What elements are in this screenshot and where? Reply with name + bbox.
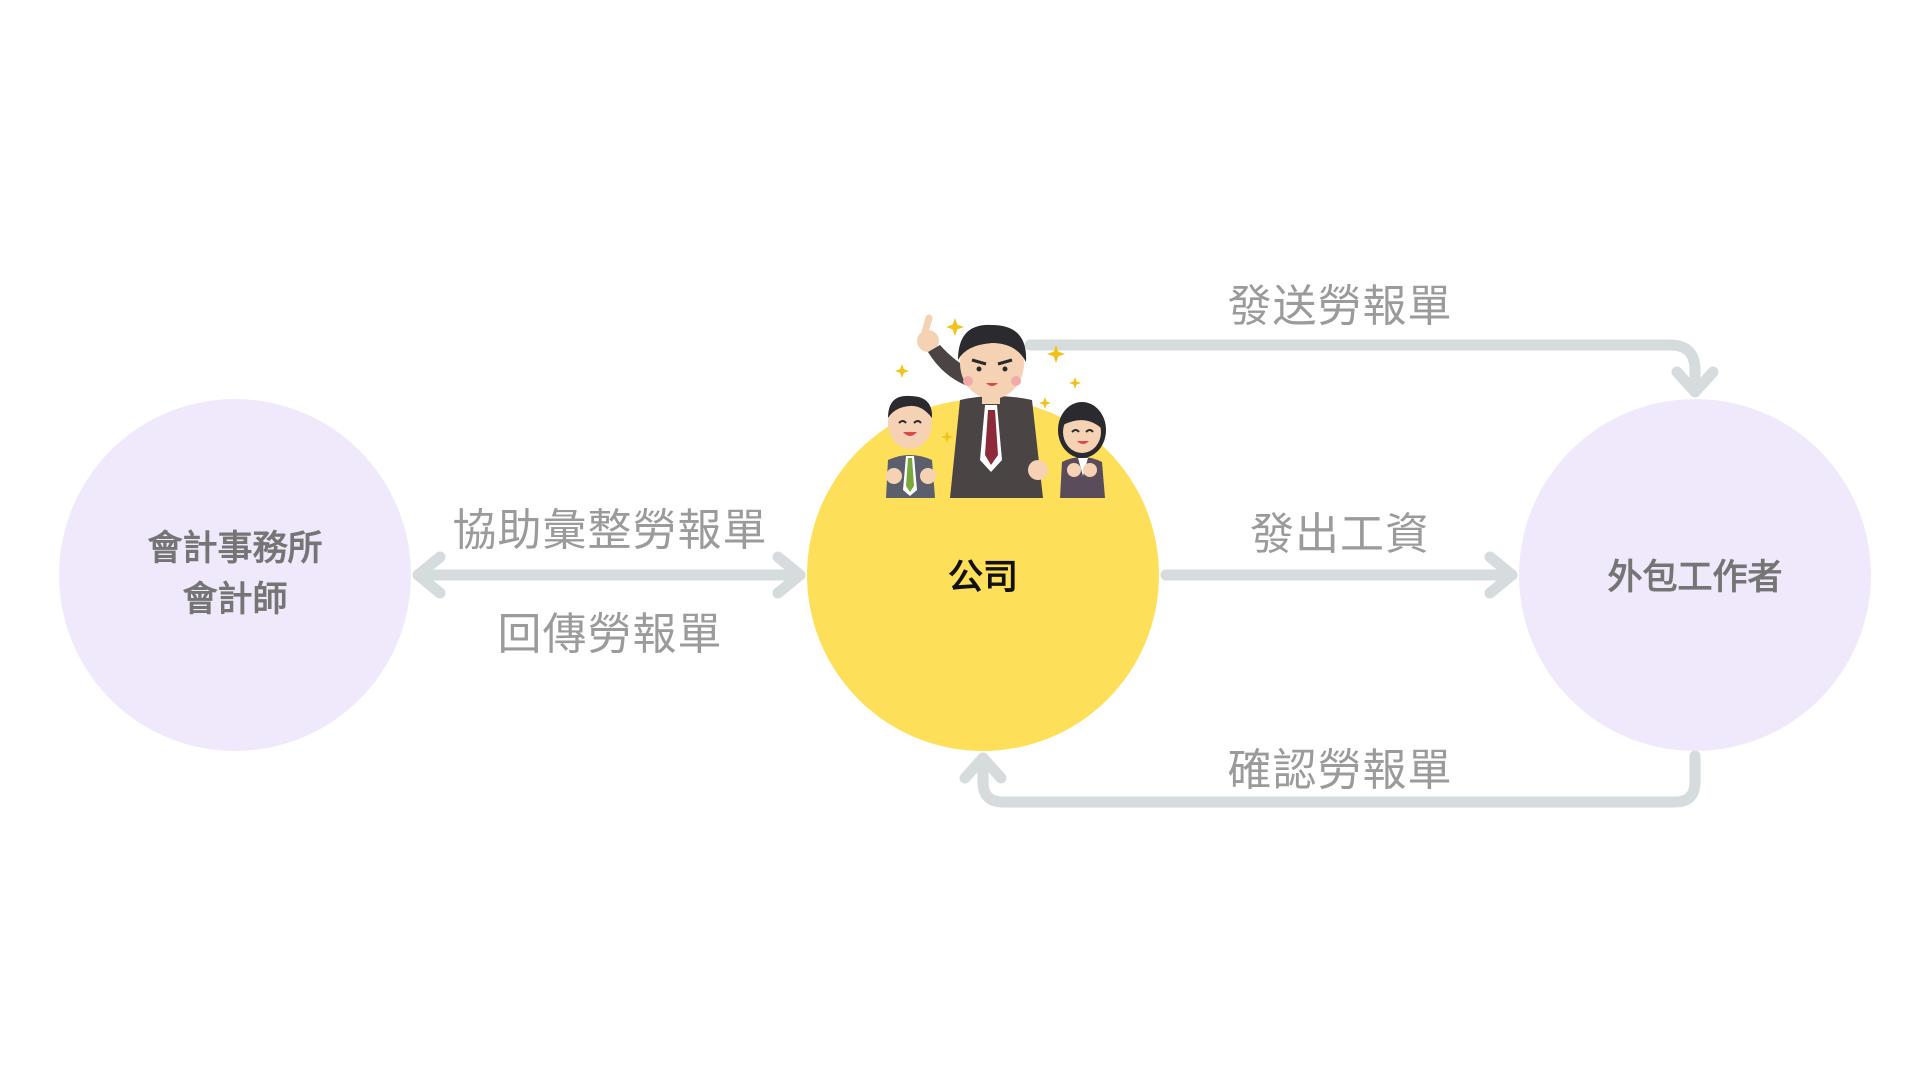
assist-return-double-arrow (412, 551, 806, 599)
pay-label: 發出工資 (1250, 509, 1430, 560)
confirm-arrow (959, 750, 1701, 808)
worker-label: 外包工作者 (1607, 557, 1783, 598)
accountant-label: 會計事務所 會計師 (147, 529, 323, 620)
send-label: 發送勞報單 (1227, 281, 1453, 332)
pay-arrow (1160, 551, 1518, 599)
confirm-label: 確認勞報單 (1227, 745, 1453, 796)
assist-label: 協助彙整勞報單 (452, 505, 768, 556)
company-label: 公司 (947, 557, 1018, 598)
send-arrow (1024, 339, 1719, 398)
worker-node (1519, 399, 1871, 751)
accountant-node (59, 399, 411, 751)
return-label: 回傳勞報單 (497, 609, 723, 660)
business-team-cheering-icon (886, 314, 1106, 498)
